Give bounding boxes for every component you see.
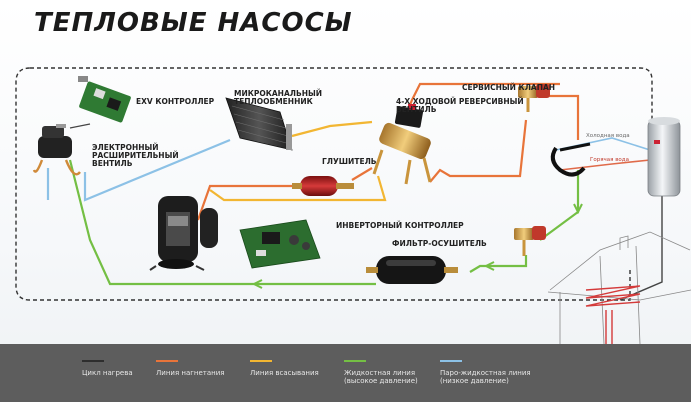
- muffler: [292, 176, 354, 196]
- label-service-valve: СЕРВИСНЫЙ КЛАПАН: [462, 83, 556, 92]
- label-hot-water: Горячая вода: [590, 157, 629, 163]
- suction-line: [209, 120, 387, 202]
- label-reversing-valve: 4-Х ХОДОВОЙ РЕВЕРСИВНЫЙ ВЕНТИЛЬ: [396, 97, 524, 114]
- label-cold-water: Холодная вода: [586, 133, 630, 139]
- water-heat-exchanger: [550, 142, 591, 177]
- legend-text: Линия нагнетания: [156, 369, 225, 377]
- microchannel-heat-exchanger: [225, 97, 293, 151]
- legend-item-discharge: Линия нагнетания: [156, 360, 225, 377]
- label-expansion-valve: ЭЛЕКТРОННЫЙ РАСШИРИТЕЛЬНЫЙ ВЕНТИЛЬ: [92, 143, 179, 168]
- page-title: ТЕПЛОВЫЕ НАСОСЫ: [34, 8, 353, 38]
- inverter-board: [239, 219, 321, 269]
- legend-item-vapor-liquid: Паро-жидкостная линия (низкое давление): [440, 360, 531, 385]
- legend-swatch: [250, 360, 272, 362]
- legend-swatch: [344, 360, 366, 362]
- label-microchannel: МИКРОКАНАЛЬНЫЙ ТЕПЛООБМЕННИК: [234, 89, 323, 106]
- legend-text: Паро-жидкостная линия (низкое давление): [440, 369, 531, 385]
- vapor-liquid-line: [46, 138, 231, 202]
- floor-heating: [585, 285, 641, 344]
- legend-text: Линия всасывания: [250, 369, 319, 377]
- legend-item-liquid: Жидкостная линия (высокое давление): [344, 360, 418, 385]
- legend-item-suction: Линия всасывания: [250, 360, 319, 377]
- expansion-valve: [32, 123, 91, 176]
- unit-frame: [15, 67, 653, 301]
- label-filter: ФИЛЬТР-ОСУШИТЕЛЬ: [392, 239, 487, 248]
- filter-drier: [366, 256, 458, 284]
- label-exv-controller: EXV КОНТРОЛЛЕР: [136, 97, 215, 106]
- legend-swatch: [440, 360, 462, 362]
- legend-bar: Цикл нагрева Линия нагнетания Линия всас…: [0, 344, 691, 402]
- legend-text: Цикл нагрева: [82, 369, 133, 377]
- legend-item-heating-cycle: Цикл нагрева: [82, 360, 133, 377]
- legend-swatch: [156, 360, 178, 362]
- reversing-valve: [372, 104, 432, 185]
- hot-water-pipe: [559, 159, 651, 171]
- green-arrow-3: [483, 261, 495, 271]
- green-arrow: [251, 279, 263, 289]
- green-arrow-2: [573, 203, 583, 215]
- hot-water-tank: [647, 117, 681, 197]
- service-valve-bottom: [514, 226, 546, 256]
- discharge-line: [196, 82, 580, 221]
- label-inverter: ИНВЕРТОРНЫЙ КОНТРОЛЛЕР: [336, 221, 464, 230]
- legend-swatch: [82, 360, 104, 362]
- legend-text: Жидкостная линия (высокое давление): [344, 369, 418, 385]
- house-sketch: [547, 231, 691, 345]
- tank-house-pipe: [619, 190, 663, 301]
- exv-controller-board: [78, 76, 131, 123]
- service-valve-top: [518, 84, 550, 112]
- compressor: [149, 196, 218, 271]
- label-muffler: ГЛУШИТЕЛЬ: [322, 157, 377, 166]
